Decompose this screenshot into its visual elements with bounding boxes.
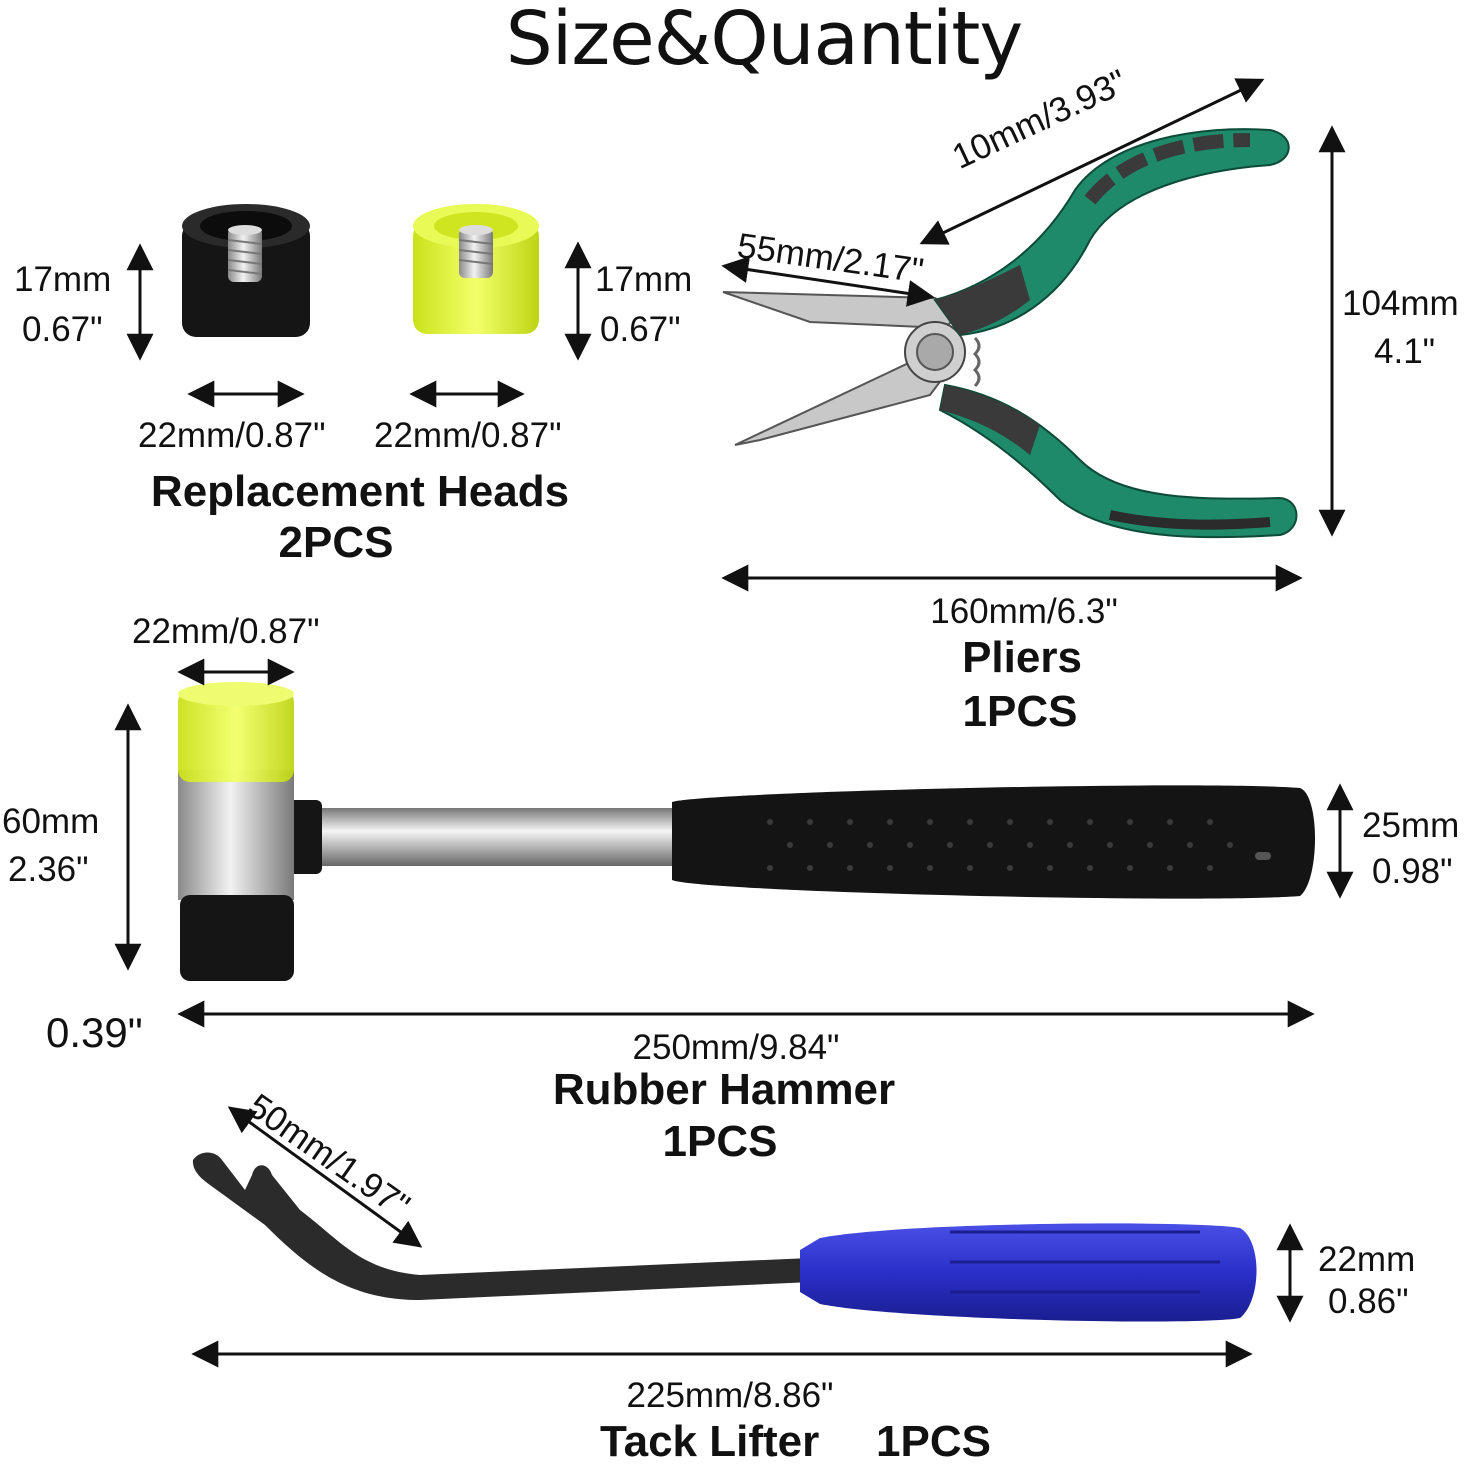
- black-head-width: 22mm/0.87": [138, 416, 326, 455]
- hammer-extra-label: 0.39": [46, 1009, 143, 1056]
- black-rubber-head: [182, 204, 310, 337]
- tack-handle-in: 0.86": [1328, 1282, 1409, 1321]
- tack-length-label: 225mm/8.86": [626, 1376, 834, 1415]
- tack-handle-mm: 22mm: [1318, 1240, 1416, 1279]
- dimension-arrows: [114, 78, 1354, 1368]
- pliers-quantity: 1PCS: [962, 687, 1078, 736]
- tack-lifter-quantity: 1PCS: [876, 1417, 991, 1466]
- pliers-height-mm: 104mm: [1342, 284, 1459, 323]
- hammer-name: Rubber Hammer: [552, 1065, 896, 1114]
- page-title: Size&Quantity: [505, 0, 1023, 82]
- clear-head-height-mm: 17mm: [595, 260, 693, 299]
- hammer-head-width: 22mm/0.87": [132, 612, 320, 651]
- hammer-height-mm: 60mm: [2, 802, 100, 841]
- clear-head-height-in: 0.67": [600, 310, 681, 349]
- pliers-length-label: 160mm/6.3": [930, 592, 1118, 631]
- clear-head-width: 22mm/0.87": [374, 416, 562, 455]
- pliers-name: Pliers: [962, 633, 1082, 682]
- pliers-height-in: 4.1": [1374, 332, 1436, 371]
- black-head-height-mm: 17mm: [14, 260, 112, 299]
- clear-rubber-head: [413, 204, 539, 334]
- replacement-heads-quantity: 2PCS: [278, 518, 394, 567]
- replacement-heads-name: Replacement Heads: [150, 467, 570, 516]
- hammer-quantity: 1PCS: [662, 1117, 778, 1166]
- hammer-handle-mm: 25mm: [1362, 806, 1460, 845]
- rubber-hammer-image: [178, 682, 1315, 981]
- pliers-image: [722, 128, 1298, 539]
- tack-lifter-name: Tack Lifter: [600, 1417, 820, 1466]
- hammer-height-in: 2.36": [8, 850, 89, 889]
- black-head-height-in: 0.67": [22, 310, 103, 349]
- hammer-handle-in: 0.98": [1372, 852, 1453, 891]
- hammer-length-label: 250mm/9.84": [632, 1028, 840, 1067]
- tack-lifter-image: [192, 1152, 1257, 1322]
